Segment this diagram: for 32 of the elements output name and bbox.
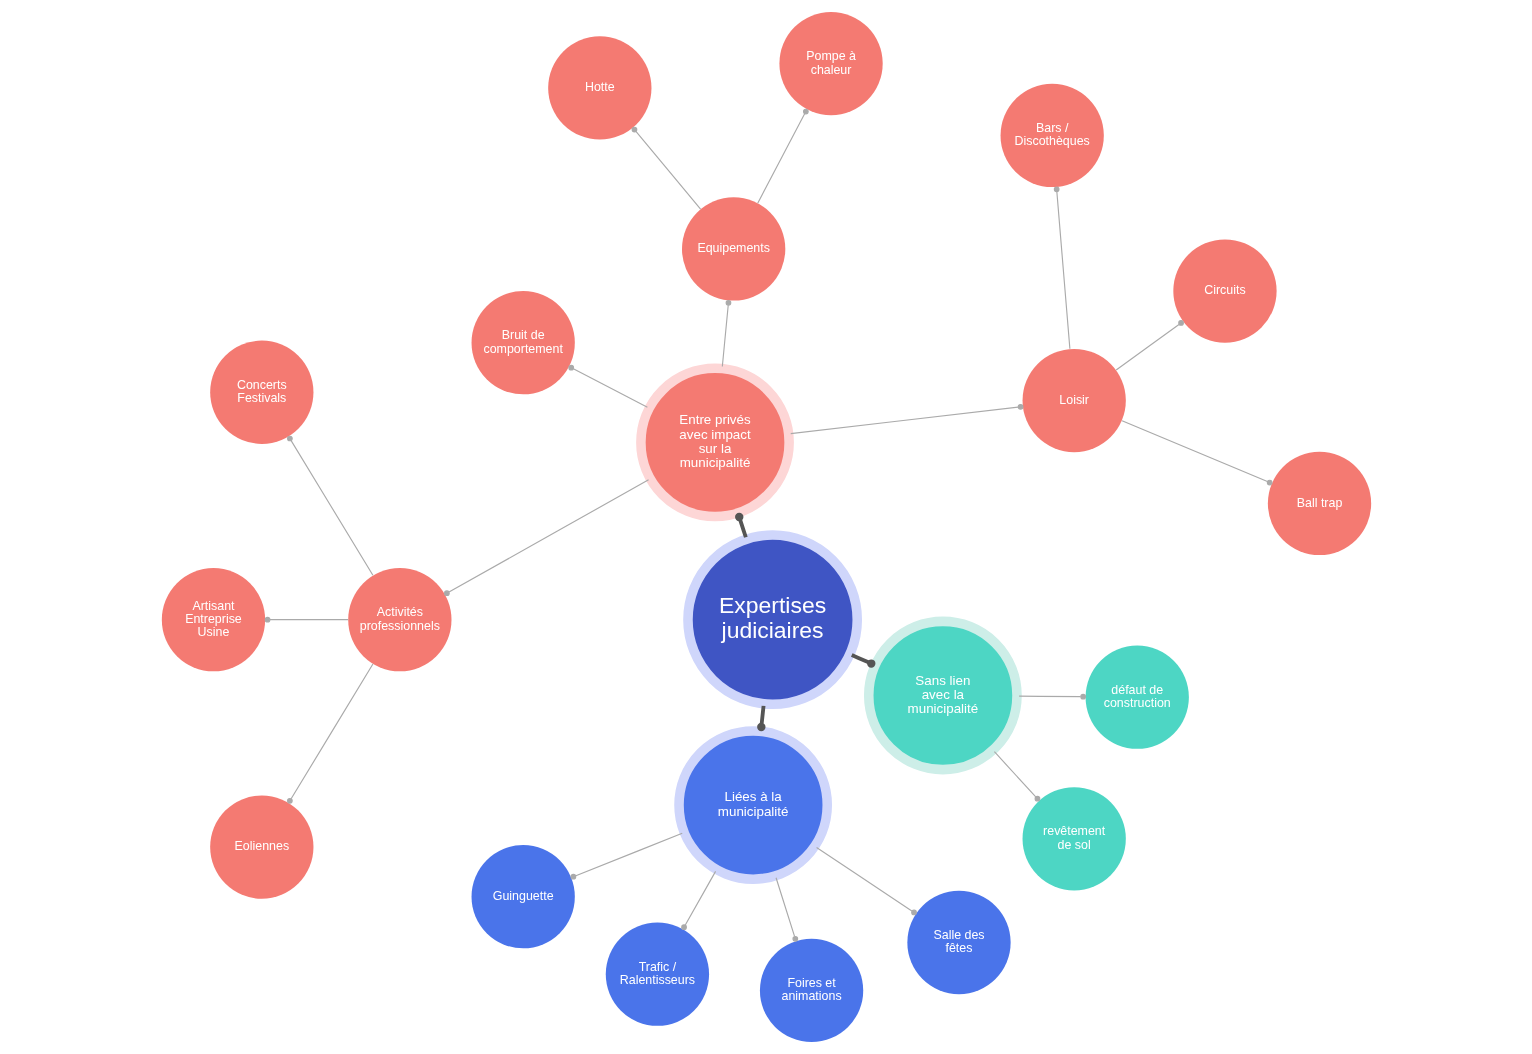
connector	[567, 364, 648, 408]
node-circle: Salle des fêtes	[906, 890, 1011, 995]
connector	[850, 653, 875, 668]
connector	[1053, 186, 1070, 350]
connector	[286, 663, 373, 804]
connector	[1121, 420, 1272, 486]
node-circle: revêtement de sol	[1022, 787, 1126, 891]
connector	[993, 751, 1040, 802]
connector	[286, 435, 373, 576]
connector	[680, 870, 716, 930]
node-circle: Expertises judiciaires	[682, 530, 862, 710]
connector	[815, 846, 917, 916]
node-circle: Circuits	[1172, 239, 1277, 343]
node-circle: Foires et animations	[759, 938, 863, 1043]
node-circle: Hotte	[547, 36, 651, 140]
connector	[775, 877, 798, 942]
node-circle: défaut de construction	[1085, 645, 1189, 749]
node-circle: Artisant Entreprise Usine	[161, 568, 265, 672]
connector	[756, 108, 809, 204]
connector	[443, 479, 649, 597]
connector	[789, 403, 1023, 435]
node-circle: Equipements	[681, 197, 785, 301]
connector	[734, 512, 748, 538]
connector	[1115, 320, 1184, 371]
connector	[721, 299, 731, 368]
connector	[756, 705, 766, 732]
connector	[264, 616, 349, 623]
connector	[631, 126, 701, 210]
connector	[1018, 693, 1086, 700]
node-circle: Loisir	[1022, 348, 1126, 453]
connector	[570, 832, 683, 880]
node-circle: Bars / Discothèques	[1000, 83, 1104, 188]
